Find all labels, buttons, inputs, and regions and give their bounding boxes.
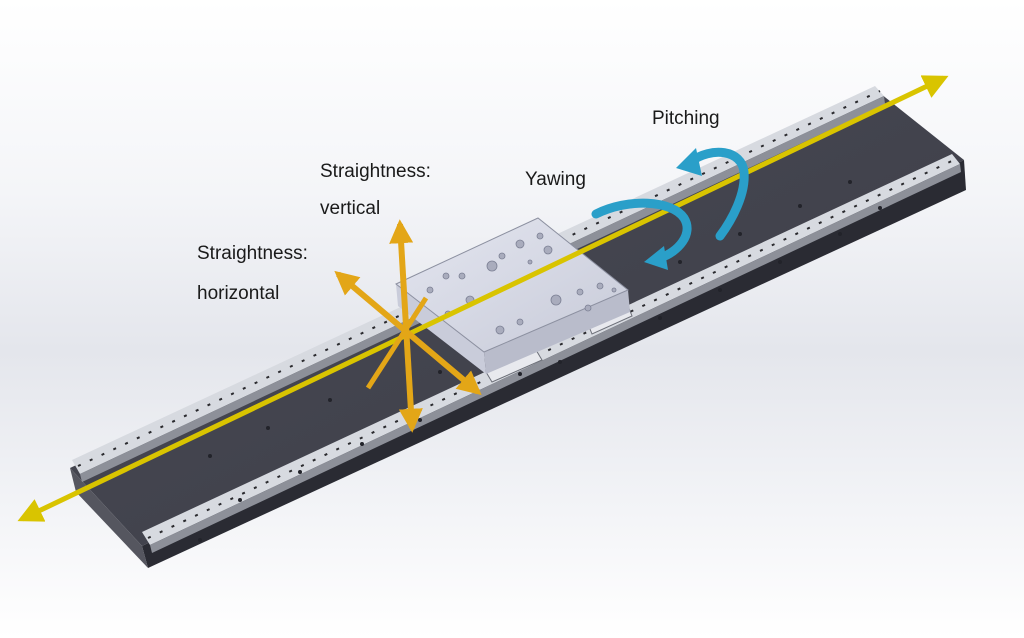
pitching-label: Pitching bbox=[652, 108, 720, 129]
yawing-arrow-icon bbox=[591, 198, 692, 270]
straightness-horizontal-label-line2: horizontal bbox=[197, 283, 280, 304]
straightness-horizontal-arrow bbox=[334, 270, 482, 396]
travel-axis-arrow bbox=[17, 75, 949, 522]
straightness-cross-arrow bbox=[365, 296, 429, 390]
straightness-vertical-label-line2: vertical bbox=[320, 198, 381, 219]
straightness-vertical-label-line1: Straightness: bbox=[320, 161, 431, 182]
yawing-label: Yawing bbox=[525, 169, 586, 190]
straightness-horizontal-label-line1: Straightness: bbox=[197, 243, 308, 264]
guide-rail-front bbox=[142, 154, 961, 553]
pitching-arrow-icon bbox=[676, 147, 749, 241]
